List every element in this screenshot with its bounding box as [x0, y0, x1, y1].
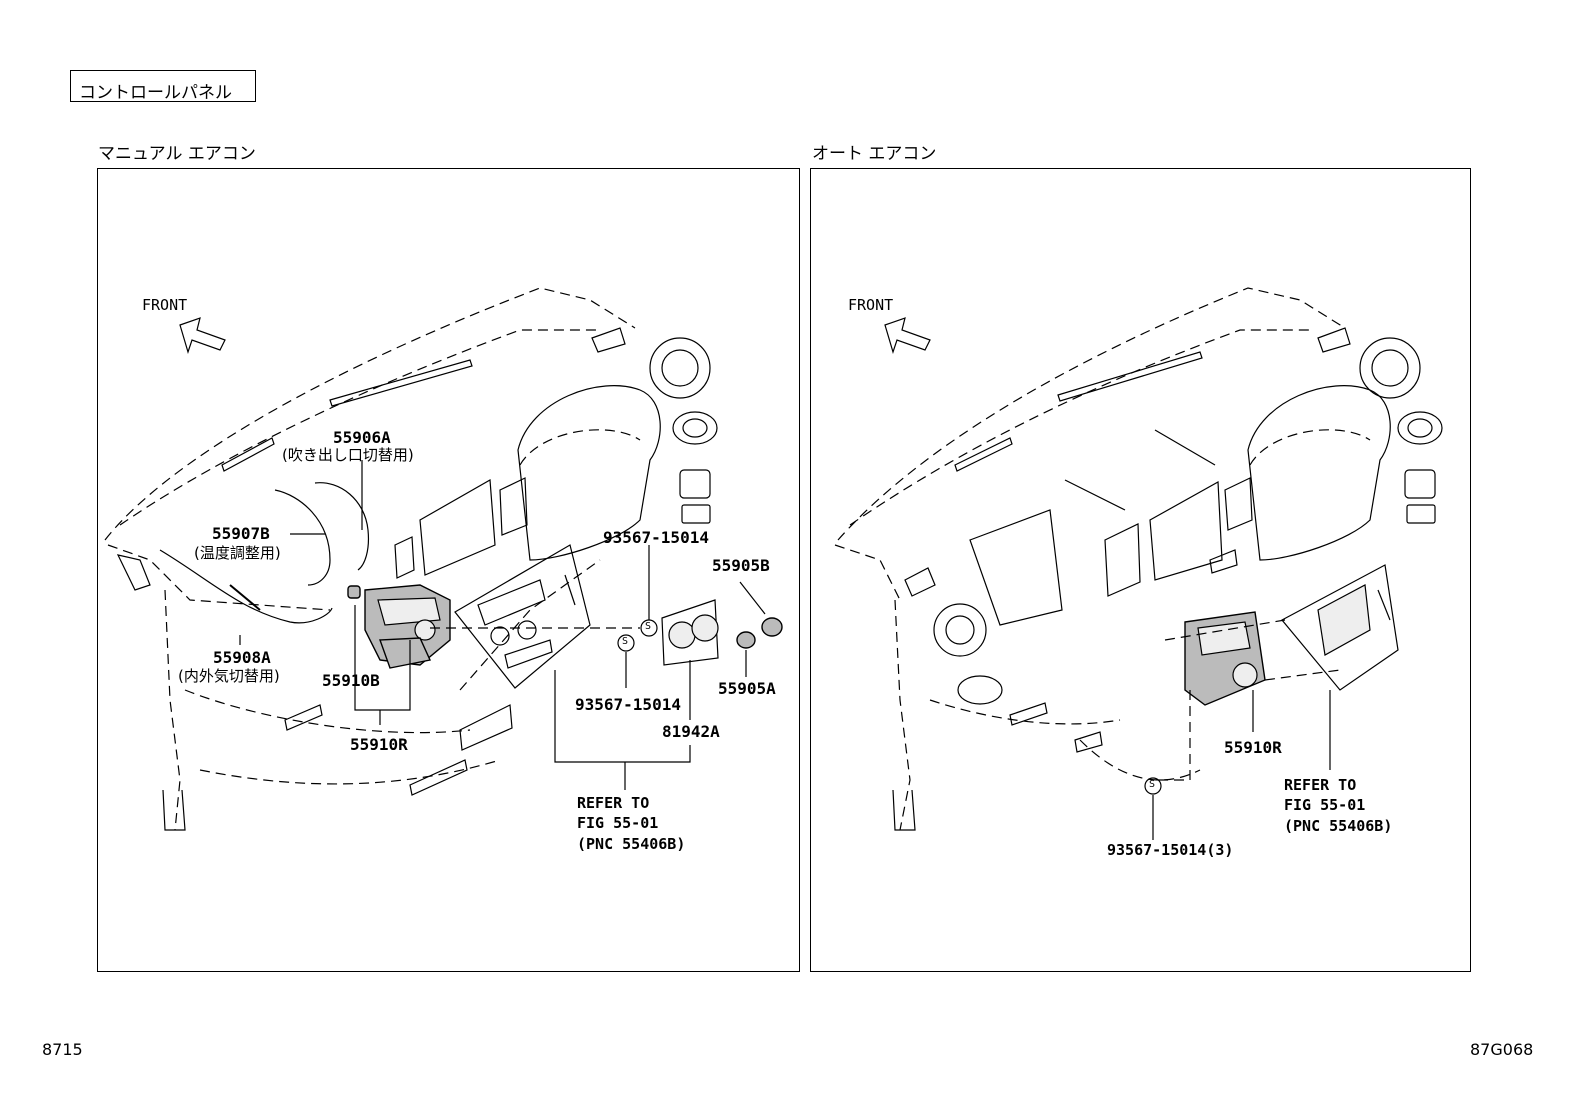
right-front-label: FRONT: [848, 296, 894, 314]
left-front-arrow-icon: [179, 317, 226, 354]
label-55908A: 55908A: [213, 648, 271, 667]
label-81942A: 81942A: [662, 722, 720, 741]
left-refer-line1: REFER TO: [577, 794, 650, 812]
control-panel-bezel: [454, 544, 591, 689]
label-55906A: 55906A: [333, 428, 391, 447]
label-55908A-desc: (内外気切替用): [178, 667, 280, 685]
auto-ac-panel: [810, 168, 1471, 972]
auto-climate-bezel: [1281, 564, 1399, 691]
label-93567-top: 93567-15014: [603, 528, 709, 547]
left-refer-line2: FIG 55-01: [577, 814, 659, 833]
label-55905B: 55905B: [712, 556, 770, 575]
label-93567-right: 93567-15014(3): [1107, 841, 1234, 859]
right-refer-block: REFER TO FIG 55-01 (PNC 55406B): [1284, 775, 1392, 836]
right-section-title: オート エアコン: [812, 144, 937, 164]
label-55905A: 55905A: [718, 679, 776, 698]
right-refer-line3: (PNC 55406B): [1284, 816, 1393, 835]
right-refer-line2: FIG 55-01: [1284, 796, 1366, 815]
right-refer-line1: REFER TO: [1284, 776, 1357, 794]
auto-climate-unit: [1184, 611, 1266, 706]
label-55907B-desc: (温度調整用): [194, 544, 281, 562]
label-55910B: 55910B: [322, 671, 380, 690]
knobs: [736, 617, 783, 649]
left-screw-symbol-bottom-text: S: [622, 636, 629, 647]
diagram-title: コントロールパネル: [79, 83, 232, 103]
right-screw-symbol-text: S: [1149, 779, 1156, 790]
left-refer-block: REFER TO FIG 55-01 (PNC 55406B): [577, 793, 685, 854]
diagram-title-box: コントロールパネル: [70, 70, 256, 103]
footer-right-code: 87G068: [1470, 1040, 1534, 1059]
left-dashboard-outline: [104, 287, 783, 831]
left-refer-line3: (PNC 55406B): [577, 834, 686, 853]
label-55907B: 55907B: [212, 524, 270, 543]
left-section-title: マニュアル エアコン: [98, 144, 256, 164]
left-screw-symbol-top-text: S: [645, 621, 652, 632]
right-screw: [1144, 777, 1162, 795]
left-screw-bottom: [617, 634, 635, 652]
label-55910R-right: 55910R: [1224, 738, 1282, 757]
label-55906A-desc: (吹き出し口切替用): [282, 446, 414, 464]
left-front-label: FRONT: [142, 296, 188, 314]
label-93567-bottom: 93567-15014: [575, 695, 681, 714]
heater-control-assembly: [347, 584, 451, 669]
label-55910R-left: 55910R: [350, 735, 408, 754]
knob-panel: [661, 599, 719, 666]
footer-left-code: 8715: [42, 1040, 83, 1059]
right-front-arrow-icon: [884, 317, 931, 354]
right-dashboard-outline: [834, 287, 1443, 840]
manual-ac-panel: [97, 168, 800, 972]
